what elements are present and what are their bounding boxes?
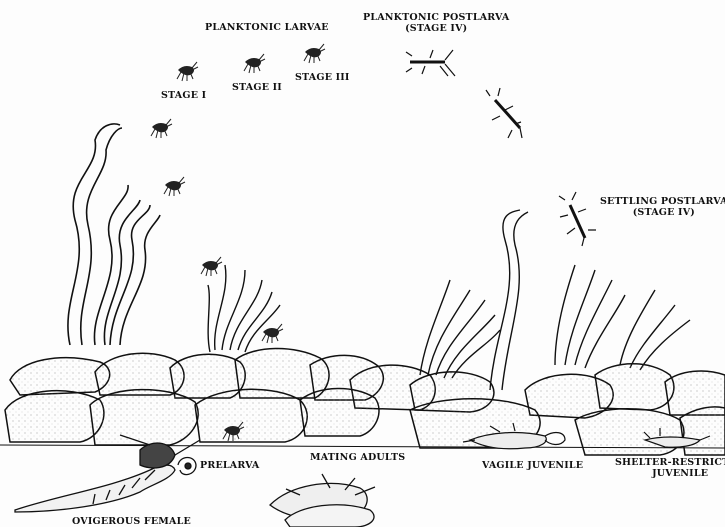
label-shelter-restricted-juvenile: SHELTER-RESTRICTEDJUVENILE (615, 457, 725, 479)
larva-icon (201, 257, 222, 276)
larva-icon (262, 324, 283, 343)
seaweed-icon (420, 210, 528, 390)
label-vagile-juvenile: VAGILE JUVENILE (482, 460, 583, 471)
postlarva-icon (559, 192, 596, 246)
seaweed-icon (555, 265, 690, 370)
rock-icon (5, 348, 725, 455)
label-stage-1: STAGE I (161, 90, 206, 101)
label-mating-adults: MATING ADULTS (310, 452, 405, 463)
lobster-icon (15, 435, 200, 512)
label-stage-3: STAGE III (295, 72, 350, 83)
label-stage-2: STAGE II (232, 82, 282, 93)
larva-icon (151, 119, 172, 138)
larva-icon (244, 54, 265, 73)
larva-icon (164, 177, 185, 196)
larva-icon (177, 62, 198, 81)
label-planktonic-larvae: PLANKTONIC LARVAE (205, 22, 329, 33)
label-settling-postlarva: SETTLING POSTLARVA(STAGE IV) (600, 196, 725, 218)
seaweed-icon (208, 265, 280, 352)
larva-icon (304, 44, 325, 63)
label-planktonic-postlarva: PLANKTONIC POSTLARVA(STAGE IV) (363, 12, 509, 34)
label-ovigerous-female: OVIGEROUS FEMALE (72, 516, 191, 527)
seaweed-icon (68, 124, 160, 345)
prelarva-icon (178, 458, 196, 475)
label-prelarva: PRELARVA (200, 460, 260, 471)
postlarva-icon (486, 88, 522, 138)
postlarva-icon (406, 50, 455, 76)
lobster-icon (270, 474, 375, 527)
